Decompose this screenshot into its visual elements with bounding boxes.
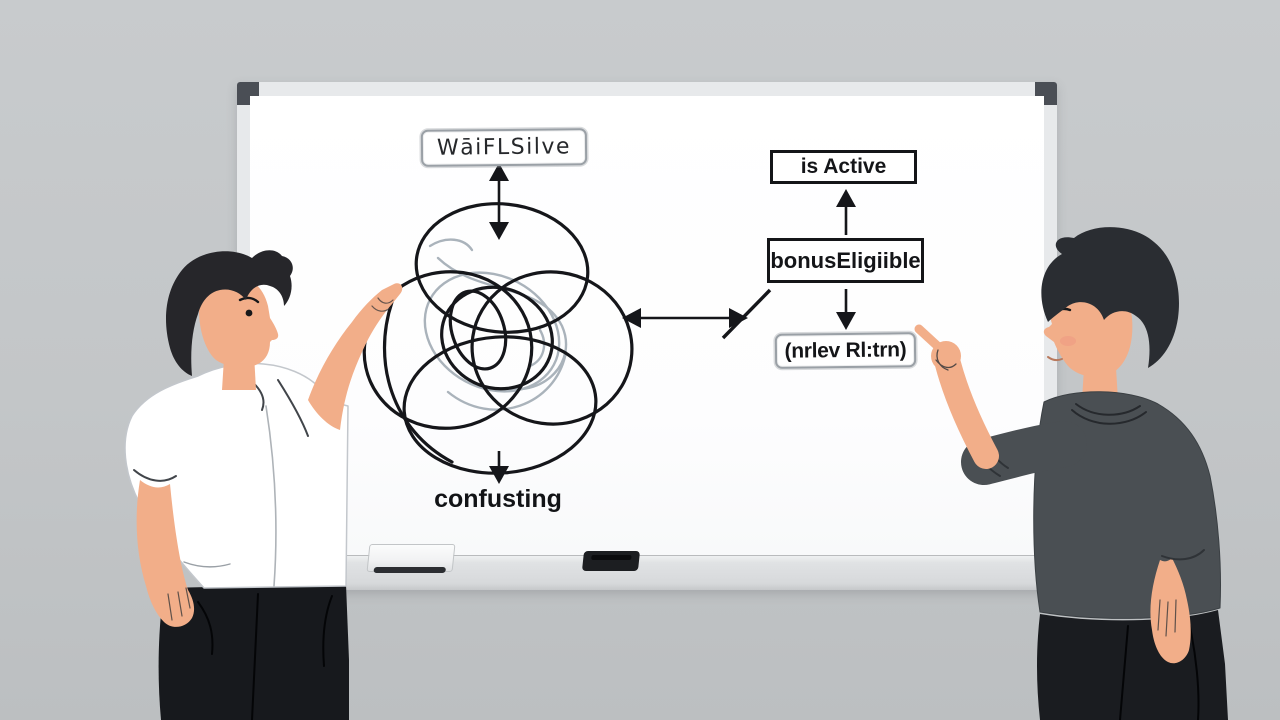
marker-tray	[237, 555, 1057, 590]
light-eraser-icon	[366, 544, 456, 573]
dark-eraser-icon	[581, 551, 641, 571]
right-person-hair	[1041, 227, 1179, 368]
left-person-hanging-arm	[136, 480, 195, 627]
right-diagram-top-box: is Active	[770, 150, 917, 184]
right-diagram-middle-box: bonusEligiible	[767, 238, 924, 283]
right-person-sweater	[1033, 391, 1222, 619]
left-diagram-caption: confusting	[434, 484, 562, 513]
right-person-collar	[1071, 403, 1147, 425]
left-person-pants	[158, 584, 349, 720]
right-diagram-bottom-label: (nrlev Rl:trn)	[774, 332, 917, 369]
whiteboard	[237, 82, 1057, 590]
right-person-neck	[1082, 368, 1118, 400]
whiteboard-surface	[250, 96, 1044, 556]
right-person-hanging-hand	[1150, 558, 1191, 664]
right-person-face	[1043, 279, 1133, 377]
right-person-blush	[1060, 336, 1076, 346]
right-person-pants	[1037, 610, 1228, 720]
left-diagram-top-label: WāiFLSilve	[420, 128, 588, 167]
